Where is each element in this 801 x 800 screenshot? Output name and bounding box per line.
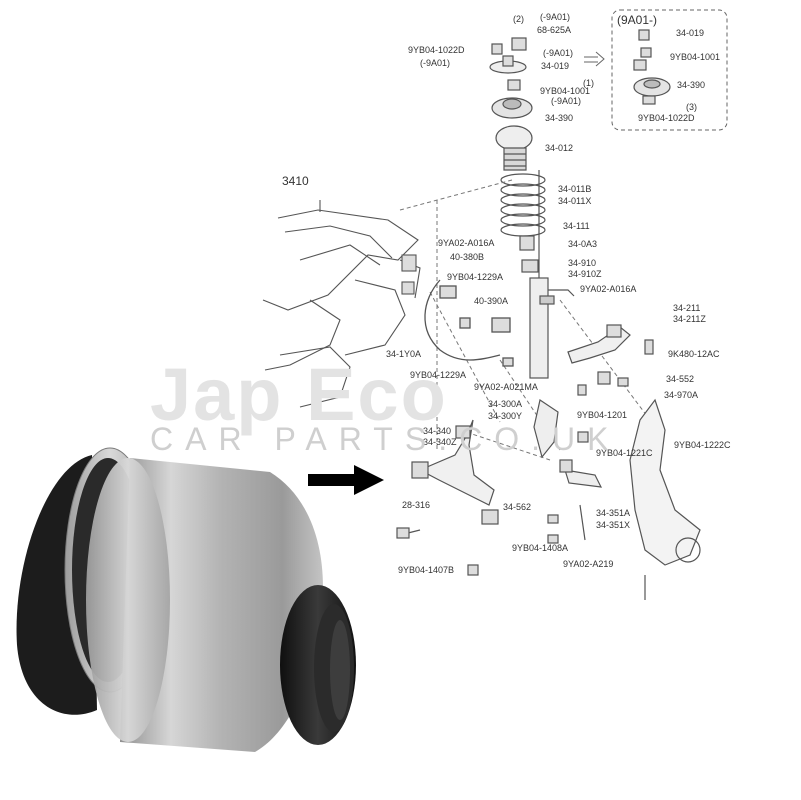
label-12: 34-011X [558,196,591,206]
strut-mount-group [489,37,575,379]
label-40: 34-351X [596,520,630,530]
label-28: 34-552 [666,374,694,384]
label-5: (-9A01) [543,48,573,58]
label-39: 34-351A [596,508,630,518]
label-25: 34-211 [673,303,700,313]
label-14: 9YA02-A016A [438,238,494,248]
label-41: 9YB04-1408A [512,543,568,553]
label-8: (-9A01) [551,96,581,106]
watermark: Jap Eco CAR PARTS.CO.UK [150,353,620,457]
part-labels: (-9A01) 68-625A 9YB04-1022D (-9A01) (-9A… [386,12,731,575]
label-38: 34-562 [503,502,531,512]
label-13: 34-111 [563,221,590,231]
inset-label-2: 9YB04-1001 [670,52,720,62]
inset-arrow-icon [584,51,605,67]
qty-mark-2: (1) [583,78,594,88]
steering-knuckle [629,398,701,600]
label-42: 9YA02-A219 [563,559,613,569]
stabilizer-bar [424,279,514,367]
label-33: 34-340 [423,426,451,436]
label-30: 34-300A [488,399,522,409]
label-34: 34-340Z [423,437,457,447]
label-31: 34-300Y [488,411,522,421]
label-19: 34-910Z [568,269,602,279]
label-7: 9YB04-1001 [540,86,590,96]
label-36: 9YB04-1222C [674,440,731,450]
label-10: 34-012 [545,143,573,153]
bushing-sleeve [120,458,323,752]
qty-mark-1: (2) [513,14,524,24]
section-ref: 3410 [282,174,309,188]
label-20: 9YA02-A016A [580,284,636,294]
label-11: 34-011B [558,184,591,194]
label-3: 9YB04-1022D [408,45,465,55]
pointer-arrow-icon [308,465,384,495]
watermark-brand: Jap Eco [150,353,448,436]
tension-rod [533,384,603,544]
label-24: 9YA02-A021MA [474,382,538,392]
label-9: 34-390 [545,113,573,123]
label-15: 34-0A3 [568,239,597,249]
label-16: 40-380B [450,252,484,262]
label-22: 34-1Y0A [386,349,421,359]
label-29: 34-970A [664,390,698,400]
label-27: 9K480-12AC [668,349,720,359]
label-17: 9YB04-1229A [447,272,503,282]
subframe-group: 3410 [262,174,421,408]
label-43: 9YB04-1407B [398,565,454,575]
inset-label-1: 34-019 [676,28,704,38]
label-6: 34-019 [541,61,569,71]
label-35: 9YB04-1221C [596,448,653,458]
lower-arm [396,419,499,576]
label-23: 9YB04-1229A [410,370,466,380]
label-1: (-9A01) [540,12,570,22]
label-26: 34-211Z [673,314,706,324]
inset-title: (9A01-) [617,13,657,27]
inset-box: (9A01-) 34-019 9YB04-1001 34-390 9YB04-1… [611,9,728,131]
inset-label-3: 34-390 [677,80,705,90]
label-21: 40-390A [474,296,508,306]
bushing-photo [16,447,356,752]
label-4: (-9A01) [420,58,450,68]
qty-mark-3: (3) [686,102,697,112]
label-2: 68-625A [537,25,571,35]
upper-arm [567,324,654,387]
label-18: 34-910 [568,258,596,268]
label-37: 28-316 [402,500,430,510]
label-32: 9YB04-1201 [577,410,627,420]
leader-lines [399,179,651,461]
inset-label-4: 9YB04-1022D [638,113,695,123]
watermark-sub: CAR PARTS.CO.UK [150,421,620,457]
